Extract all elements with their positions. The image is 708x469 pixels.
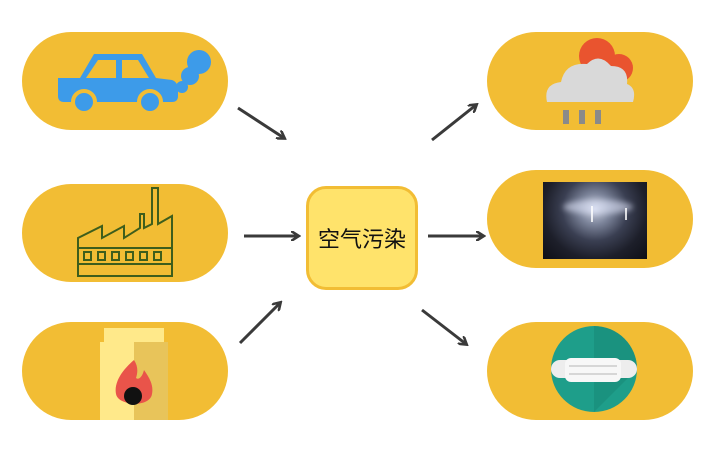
arrow-coal-to-center [238, 303, 280, 345]
arrow-car-to-center [237, 106, 284, 138]
effect-storm-pill [487, 170, 693, 268]
arrow-center-to-mask [421, 308, 466, 344]
source-car-pill [22, 32, 228, 130]
effect-mask-pill [487, 322, 693, 420]
center-node-air-pollution: 空气污染 [306, 186, 418, 290]
source-coal-pill [22, 322, 228, 420]
arrow-center-to-rain [431, 105, 476, 142]
burning-coal-bag-icon [100, 328, 168, 420]
factory-icon [77, 187, 173, 277]
effect-rain-pill [487, 32, 693, 130]
car-exhaust-icon [58, 50, 211, 115]
face-mask-icon [551, 326, 637, 412]
acid-rain-cloud-icon [546, 38, 635, 124]
storm-photo [543, 182, 647, 259]
center-label: 空气污染 [317, 228, 406, 253]
source-factory-pill [22, 184, 228, 282]
